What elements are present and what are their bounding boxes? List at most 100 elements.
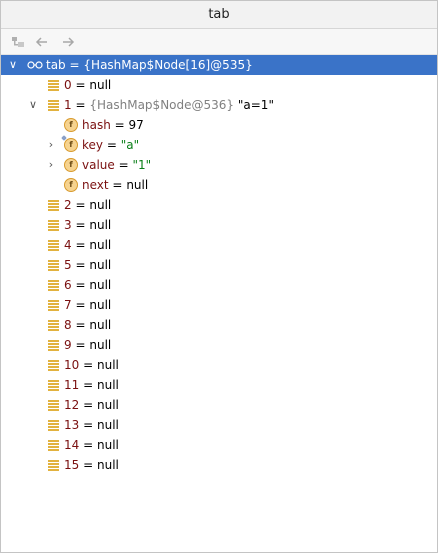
var-value: null bbox=[97, 398, 119, 412]
tree-row[interactable]: 15 = null bbox=[1, 455, 437, 475]
var-name: 8 bbox=[64, 318, 72, 332]
equals: = bbox=[75, 78, 86, 92]
equals: = bbox=[75, 278, 86, 292]
array-element-icon bbox=[45, 315, 61, 335]
array-element-icon bbox=[45, 75, 61, 95]
tree-row[interactable]: 10 = null bbox=[1, 355, 437, 375]
chevron-right-icon[interactable]: › bbox=[48, 138, 54, 151]
var-name: 6 bbox=[64, 278, 72, 292]
tree-row[interactable]: 9 = null bbox=[1, 335, 437, 355]
var-name: 12 bbox=[64, 398, 80, 412]
tree-row[interactable]: 7 = null bbox=[1, 295, 437, 315]
tree-row[interactable]: 5 = null bbox=[1, 255, 437, 275]
tree-row[interactable]: 6 = null bbox=[1, 275, 437, 295]
tree-row-label: tab = {HashMap$Node[16]@535} bbox=[46, 55, 253, 75]
equals: = bbox=[75, 98, 86, 112]
tree-row[interactable]: 11 = null bbox=[1, 375, 437, 395]
array-element-icon bbox=[45, 435, 61, 455]
tree-row-root[interactable]: ∨ tab = {HashMap$Node[16]@535} bbox=[1, 55, 437, 75]
tree-row[interactable]: 12 = null bbox=[1, 395, 437, 415]
var-value: null bbox=[89, 338, 112, 352]
var-value: null bbox=[89, 258, 112, 272]
array-element-icon bbox=[45, 335, 61, 355]
var-string-value: "a=1" bbox=[237, 98, 274, 112]
array-element-icon bbox=[45, 275, 61, 295]
var-name: 7 bbox=[64, 298, 72, 312]
array-element-icon bbox=[45, 455, 61, 475]
var-value: null bbox=[89, 238, 112, 252]
var-name: 2 bbox=[64, 198, 72, 212]
tree-row[interactable]: 4 = null bbox=[1, 235, 437, 255]
equals: = bbox=[75, 238, 86, 252]
var-name: next bbox=[82, 178, 109, 192]
array-element-icon bbox=[45, 375, 61, 395]
field-icon: f bbox=[63, 115, 79, 135]
var-name: tab bbox=[46, 58, 66, 72]
tree-row[interactable]: 13 = null bbox=[1, 415, 437, 435]
var-value: null bbox=[97, 358, 119, 372]
var-name: 3 bbox=[64, 218, 72, 232]
array-element-icon bbox=[45, 355, 61, 375]
equals: = bbox=[75, 318, 86, 332]
var-value: null bbox=[89, 298, 112, 312]
var-value: null bbox=[89, 218, 112, 232]
var-name: 14 bbox=[64, 438, 80, 452]
array-element-icon bbox=[45, 195, 61, 215]
equals: = bbox=[75, 258, 86, 272]
var-value: null bbox=[97, 418, 119, 432]
equals: = bbox=[83, 398, 94, 412]
var-name: 4 bbox=[64, 238, 72, 252]
var-name: 10 bbox=[64, 358, 80, 372]
var-name: 0 bbox=[64, 78, 72, 92]
var-type: {HashMap$Node@536} bbox=[89, 98, 235, 112]
tree-row[interactable]: 0 = null bbox=[1, 75, 437, 95]
var-value: null bbox=[89, 198, 112, 212]
tree-row[interactable]: 14 = null bbox=[1, 435, 437, 455]
tree-row[interactable]: › f key = "a" bbox=[1, 135, 437, 155]
var-string-value: "a" bbox=[120, 138, 140, 152]
equals: = bbox=[75, 338, 86, 352]
var-value: null bbox=[97, 458, 119, 472]
tree-row[interactable]: › f value = "1" bbox=[1, 155, 437, 175]
window-title: tab bbox=[1, 1, 437, 29]
equals: = bbox=[83, 378, 94, 392]
array-element-icon bbox=[45, 95, 61, 115]
tree-row[interactable]: 8 = null bbox=[1, 315, 437, 335]
chevron-down-icon[interactable]: ∨ bbox=[8, 58, 18, 71]
var-name: 15 bbox=[64, 458, 80, 472]
equals: = bbox=[83, 458, 94, 472]
equals: = bbox=[114, 118, 125, 132]
tree-row[interactable]: 3 = null bbox=[1, 215, 437, 235]
back-arrow-icon[interactable] bbox=[31, 29, 53, 54]
array-element-icon bbox=[45, 295, 61, 315]
var-value: null bbox=[97, 378, 119, 392]
tree-row[interactable]: 2 = null bbox=[1, 195, 437, 215]
var-name: 1 bbox=[64, 98, 72, 112]
field-icon: f bbox=[63, 155, 79, 175]
tree-layout-icon[interactable] bbox=[7, 29, 29, 54]
var-name: key bbox=[82, 138, 104, 152]
equals: = bbox=[83, 418, 94, 432]
tree-row[interactable]: ∨ 1 = {HashMap$Node@536} "a=1" bbox=[1, 95, 437, 115]
chevron-down-icon[interactable]: ∨ bbox=[28, 98, 38, 111]
var-value: null bbox=[126, 178, 149, 192]
equals: = bbox=[112, 178, 123, 192]
watch-glasses-icon bbox=[26, 55, 44, 75]
chevron-right-icon[interactable]: › bbox=[48, 158, 54, 171]
equals: = bbox=[75, 198, 86, 212]
var-value: null bbox=[97, 438, 119, 452]
array-element-icon bbox=[45, 255, 61, 275]
field-icon: f bbox=[63, 175, 79, 195]
var-name: hash bbox=[82, 118, 111, 132]
var-value: {HashMap$Node[16]@535} bbox=[83, 58, 253, 72]
var-name: 5 bbox=[64, 258, 72, 272]
forward-arrow-icon[interactable] bbox=[57, 29, 79, 54]
tree-row[interactable]: f hash = 97 bbox=[1, 115, 437, 135]
var-string-value: "1" bbox=[132, 158, 152, 172]
equals: = bbox=[75, 218, 86, 232]
array-element-icon bbox=[45, 215, 61, 235]
tree-row[interactable]: f next = null bbox=[1, 175, 437, 195]
toolbar bbox=[1, 29, 437, 55]
var-name: 9 bbox=[64, 338, 72, 352]
